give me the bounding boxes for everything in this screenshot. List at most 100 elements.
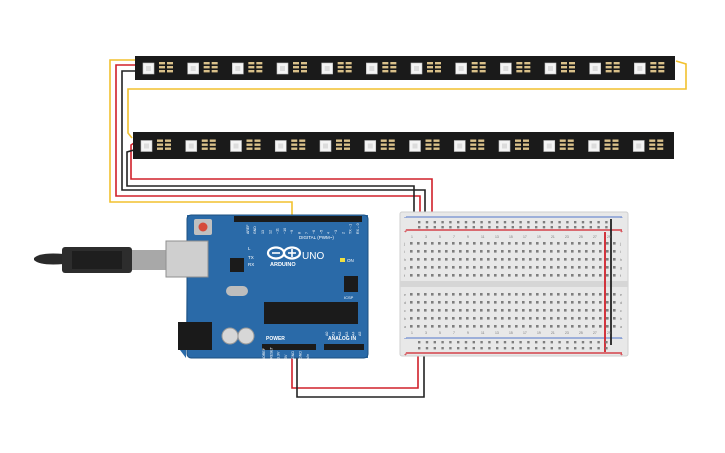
analog-header: [324, 344, 364, 350]
breadboard[interactable]: 1133557799111113131515171719192121232325…: [399, 211, 629, 358]
breadboard-holes: [410, 221, 616, 350]
breadboard-col-number: 9: [467, 235, 469, 239]
usb-chip: [230, 258, 244, 272]
analog-header-label: ANALOG IN: [328, 336, 356, 342]
led-pixel: [140, 139, 171, 152]
pin-label: A2: [338, 332, 342, 336]
led-pixel: [142, 62, 173, 75]
breadboard-row-letter: j: [619, 242, 621, 246]
led-pixel: [455, 62, 486, 75]
digital-header-label: DIGITAL (PWM~): [299, 235, 334, 240]
wire-red-bottom-strip[interactable]: [130, 142, 433, 228]
breadboard-row-letter: d: [404, 301, 406, 305]
led-pixel: [366, 62, 397, 75]
led-pixel: [185, 139, 216, 152]
led-pixel: [274, 139, 306, 152]
breadboard-col-number: 1: [411, 235, 413, 239]
power-header-label: POWER: [266, 336, 285, 342]
pin-label: 3.3V: [277, 351, 281, 359]
breadboard-row-letter: f: [620, 274, 621, 278]
breadboard-center-channel: [400, 281, 628, 287]
wire-yellow-loop[interactable]: [127, 60, 687, 139]
pin-label: TX→1: [349, 224, 353, 234]
led-strip-top[interactable]: [135, 56, 675, 80]
breadboard-row-letter: h: [620, 258, 622, 262]
led-pixel: [632, 139, 664, 152]
led-pixel: [410, 62, 441, 75]
arduino-logo: [266, 246, 302, 260]
led-pixel: [364, 139, 395, 152]
breadboard-col-number: 25: [579, 235, 583, 239]
capacitor-1: [221, 327, 239, 345]
breadboard-rail-sign: +: [620, 229, 623, 235]
pin-label: A1: [332, 332, 336, 336]
breadboard-col-number: 13: [495, 235, 499, 239]
pin-label: 12: [268, 230, 272, 234]
pin-label: 13: [261, 230, 265, 234]
power-header: [262, 344, 316, 350]
led-tx-label: TX: [248, 255, 254, 260]
wire-red-5v[interactable]: [291, 345, 419, 389]
breadboard-col-number: 5: [439, 235, 441, 239]
breadboard-rail-sign: −: [620, 336, 623, 342]
arduino-uno-board[interactable]: ARDUINO UNO DIGITAL (PWM~) POWER ANALOG …: [165, 214, 369, 359]
led-on-label: ON: [347, 258, 354, 263]
crystal: [226, 286, 248, 296]
breadboard-row-letter: d: [620, 301, 622, 305]
breadboard-col-number: 3: [425, 331, 427, 335]
led-pixel: [232, 62, 263, 75]
wire-black-top-strip[interactable]: [121, 70, 426, 228]
capacitor-2: [237, 327, 255, 345]
icsp-header: [344, 276, 358, 292]
breadboard-col-number: 27: [593, 235, 597, 239]
wire-yellow-data[interactable]: [109, 59, 293, 218]
led-pixel: [543, 139, 574, 152]
wire-black-gnd[interactable]: [296, 345, 425, 398]
breadboard-labels: 1133557799111113131515171719192121232325…: [403, 215, 623, 358]
wire-black-bottom-strip[interactable]: [126, 149, 415, 228]
breadboard-row-letter: f: [404, 274, 405, 278]
pin-label: RESET: [269, 346, 273, 359]
breadboard-col-number: 29: [607, 235, 611, 239]
pin-label: GND: [291, 351, 295, 359]
led-pixel: [230, 139, 261, 152]
pin-label: 7: [305, 232, 309, 234]
breadboard-row-letter: h: [404, 258, 406, 262]
breadboard-col-number: 29: [607, 331, 611, 335]
led-strip-bottom[interactable]: [133, 132, 674, 159]
led-pixel: [544, 62, 575, 75]
led-pixel: [500, 62, 531, 75]
pin-label: RX←0: [356, 223, 360, 234]
led-pixel: [453, 139, 485, 152]
breadboard-row-letter: j: [403, 242, 405, 246]
wire-red-top-strip[interactable]: [115, 64, 421, 228]
breadboard-col-number: 7: [453, 331, 455, 335]
breadboard-rail-sign: −: [404, 336, 407, 342]
led-pixel: [276, 62, 307, 75]
icsp-label: ICSP: [344, 295, 354, 300]
breadboard-row-letter: a: [620, 325, 622, 329]
pin-label: IOREF: [262, 347, 266, 359]
breadboard-rail-sign: +: [620, 352, 623, 358]
wires: [109, 59, 687, 398]
breadboard-rail-sign: +: [404, 352, 407, 358]
pin-label: ~11: [276, 228, 280, 234]
pin-label: 2: [341, 232, 345, 234]
breadboard-col-number: 25: [579, 331, 583, 335]
breadboard-rail-sign: −: [404, 215, 407, 221]
breadboard-col-number: 9: [467, 331, 469, 335]
pin-label: ~9: [290, 230, 294, 234]
breadboard-col-number: 23: [565, 235, 569, 239]
breadboard-col-number: 15: [509, 235, 513, 239]
pin-label: A4: [351, 332, 355, 336]
breadboard-col-number: 5: [439, 331, 441, 335]
pin-label: Vin: [306, 354, 310, 359]
pin-label: 4: [327, 232, 331, 234]
breadboard-row-letter: g: [404, 266, 406, 270]
breadboard-row-letter: i: [620, 250, 621, 254]
breadboard-row-letter: c: [404, 309, 406, 313]
breadboard-col-number: 19: [537, 235, 541, 239]
